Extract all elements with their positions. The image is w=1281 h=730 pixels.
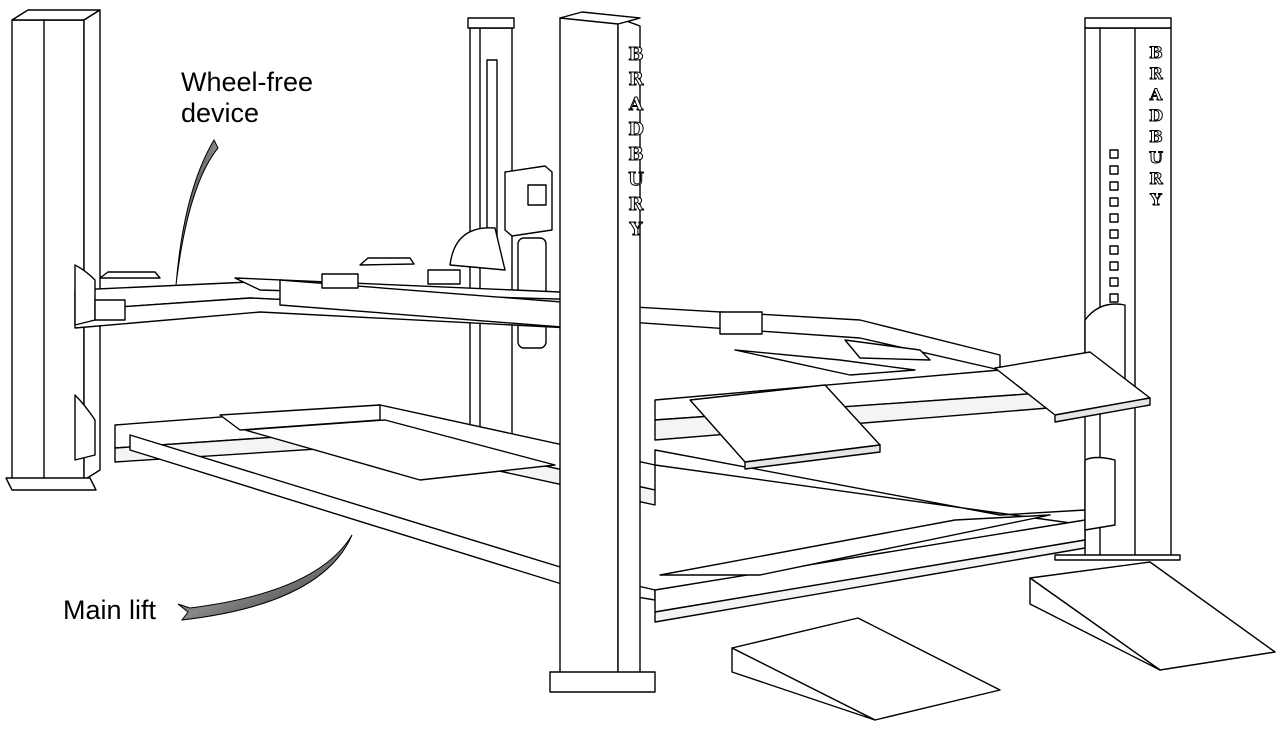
left-column [5,9,101,491]
svg-text:B: B [1149,43,1163,62]
approach-plate-front [689,384,881,470]
wheel-free-label-line1: Wheel-free [181,67,314,97]
rear-left-housing [449,227,506,271]
brand-text-right-column: B R A D B U R Y [1148,43,1164,210]
svg-text:B: B [628,144,643,165]
svg-text:U: U [1149,148,1163,167]
approach-plate-rear [994,351,1151,423]
wheel-free-arrow-icon [175,138,219,286]
svg-text:B: B [1149,127,1163,146]
wheel-free-label: Wheel-free device [181,67,313,129]
front-ramp-right [1029,561,1276,671]
wheel-free-label-line2: device [181,98,260,128]
svg-text:U: U [628,169,644,190]
front-center-column [549,11,656,693]
svg-text:R: R [629,194,645,215]
rear-right-column [1054,17,1181,561]
svg-text:Y: Y [629,219,644,240]
svg-text:D: D [628,119,644,140]
svg-text:D: D [1149,106,1163,125]
svg-text:R: R [1149,169,1163,188]
svg-text:Y: Y [1149,190,1162,209]
main-lift-arrow-icon [177,534,353,621]
svg-text:R: R [1149,64,1163,83]
main-lift-right-runway [654,369,1116,623]
svg-text:A: A [1149,85,1163,104]
svg-text:B: B [628,44,643,65]
svg-text:A: A [628,94,644,115]
main-lift-label: Main lift [63,595,157,625]
front-ramp-center [731,617,1001,721]
svg-text:R: R [629,69,645,90]
brand-text-center-column: B R A D B U R Y [628,44,646,241]
